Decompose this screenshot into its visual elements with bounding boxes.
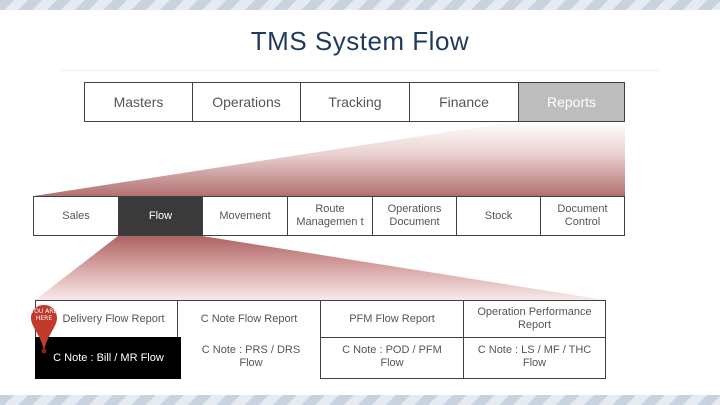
subnav-sales-label: Sales bbox=[62, 209, 90, 222]
report-c-note-bill-mr-flow-label: C Note : Bill / MR Flow bbox=[53, 351, 164, 364]
report-c-note-pod-pfm-flow-label: C Note : POD / PFM Flow bbox=[342, 344, 442, 369]
nav-masters[interactable]: Masters bbox=[84, 82, 193, 122]
page-title: TMS System Flow bbox=[250, 26, 470, 56]
report-c-note-flow-label: C Note Flow Report bbox=[200, 312, 298, 325]
subnav-operations-document[interactable]: Operations Document bbox=[372, 196, 457, 236]
nav-operations[interactable]: Operations bbox=[192, 82, 301, 122]
title-divider bbox=[60, 70, 660, 71]
nav-reports[interactable]: Reports bbox=[518, 82, 625, 122]
nav-reports-label: Reports bbox=[546, 93, 597, 110]
report-c-note-ls-mf-thc-flow-label: C Note : LS / MF / THC Flow bbox=[477, 344, 592, 369]
subnav-flow-label: Flow bbox=[148, 209, 173, 222]
report-pfm-flow[interactable]: PFM Flow Report bbox=[320, 300, 464, 338]
nav-tracking-label: Tracking bbox=[328, 93, 382, 110]
report-c-note-ls-mf-thc-flow[interactable]: C Note : LS / MF / THC Flow bbox=[463, 337, 606, 379]
subnav-movement[interactable]: Movement bbox=[202, 196, 288, 236]
nav-finance[interactable]: Finance bbox=[409, 82, 519, 122]
report-c-note-flow[interactable]: C Note Flow Report bbox=[177, 300, 321, 338]
subnav-movement-label: Movement bbox=[219, 209, 271, 222]
subnav-stock-label: Stock bbox=[484, 209, 513, 222]
nav-tracking[interactable]: Tracking bbox=[300, 82, 410, 122]
report-c-note-prs-drs-flow-label: C Note : PRS / DRS Flow bbox=[201, 344, 301, 369]
nav-operations-label: Operations bbox=[212, 93, 281, 110]
subnav-flow[interactable]: Flow bbox=[118, 196, 203, 236]
subnav-stock[interactable]: Stock bbox=[456, 196, 541, 236]
you-are-here-label: YOU ARE HERE bbox=[30, 308, 58, 322]
you-are-here-pin-icon bbox=[31, 305, 57, 354]
report-operation-performance[interactable]: Operation Performance Report bbox=[463, 300, 606, 338]
funnel-reports-to-subnav bbox=[34, 121, 625, 196]
report-delivery-flow-label: Delivery Flow Report bbox=[62, 312, 165, 325]
subnav-operations-document-label: Operations Document bbox=[387, 203, 442, 228]
nav-masters-label: Masters bbox=[113, 93, 164, 110]
subnav-document-control[interactable]: Document Control bbox=[540, 196, 625, 236]
report-pfm-flow-label: PFM Flow Report bbox=[349, 312, 435, 325]
bottom-decorative-stripe bbox=[0, 395, 720, 405]
subnav-sales[interactable]: Sales bbox=[33, 196, 119, 236]
report-operation-performance-label: Operation Performance Report bbox=[477, 306, 592, 331]
subnav-route-management-label: Route Managemen t bbox=[296, 203, 364, 228]
report-c-note-prs-drs-flow[interactable]: C Note : PRS / DRS Flow bbox=[181, 337, 321, 379]
report-c-note-pod-pfm-flow[interactable]: C Note : POD / PFM Flow bbox=[320, 337, 464, 379]
subnav-route-management[interactable]: Route Managemen t bbox=[287, 196, 373, 236]
top-decorative-stripe bbox=[0, 0, 720, 10]
report-c-note-bill-mr-flow[interactable]: C Note : Bill / MR Flow bbox=[35, 337, 182, 379]
nav-finance-label: Finance bbox=[439, 93, 489, 110]
subnav-document-control-label: Document Control bbox=[557, 203, 608, 228]
funnel-flow-to-reports bbox=[35, 236, 605, 300]
